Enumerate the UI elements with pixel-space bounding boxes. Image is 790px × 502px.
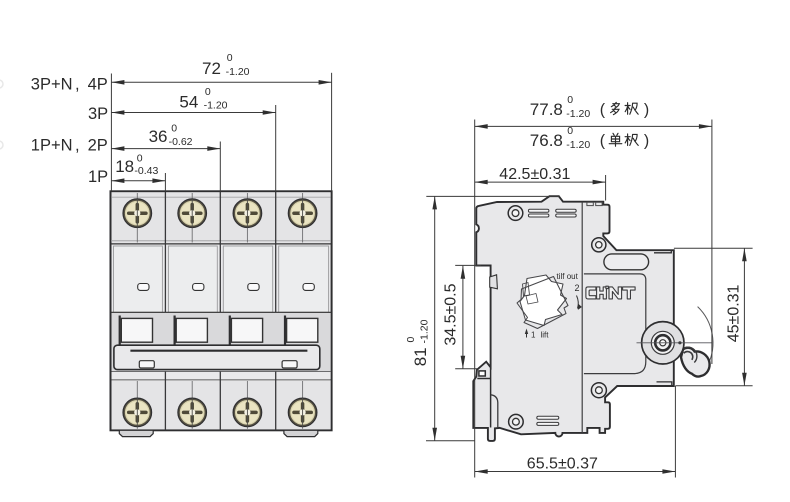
svg-text:65.5±0.37: 65.5±0.37 <box>527 455 598 472</box>
svg-text:-1.20: -1.20 <box>566 139 590 151</box>
svg-text:45±0.31: 45±0.31 <box>725 284 742 342</box>
svg-text:76.8: 76.8 <box>530 131 563 150</box>
svg-text:0: 0 <box>137 152 143 164</box>
svg-text:2: 2 <box>575 283 580 293</box>
svg-text:54: 54 <box>179 93 198 112</box>
svg-text:-1.20: -1.20 <box>419 319 431 343</box>
svg-text:0: 0 <box>405 337 417 343</box>
svg-text:): ) <box>644 132 649 149</box>
svg-text:72: 72 <box>202 59 221 78</box>
svg-text:34.5±0.5: 34.5±0.5 <box>443 283 460 345</box>
svg-text:(: ( <box>600 101 606 118</box>
svg-text:18: 18 <box>115 157 134 176</box>
svg-text:0: 0 <box>227 52 233 64</box>
svg-text:1: 1 <box>531 331 536 340</box>
svg-text:0: 0 <box>171 123 177 135</box>
svg-text:-0.43: -0.43 <box>134 165 158 177</box>
svg-text:1P: 1P <box>88 168 108 186</box>
svg-text:lift: lift <box>541 331 550 340</box>
svg-text:(: ( <box>600 132 606 149</box>
svg-text:-1.20: -1.20 <box>566 108 590 120</box>
svg-text:): ) <box>644 101 649 118</box>
svg-text:36: 36 <box>149 127 168 146</box>
svg-text:3P: 3P <box>88 105 108 123</box>
svg-text:0: 0 <box>205 86 211 98</box>
svg-text:0: 0 <box>567 94 573 106</box>
svg-text:-1.20: -1.20 <box>204 100 228 112</box>
svg-text:77.8: 77.8 <box>530 100 563 119</box>
svg-text:-1.20: -1.20 <box>226 66 250 78</box>
svg-text:tilf out: tilf out <box>557 272 579 281</box>
svg-text:-0.62: -0.62 <box>169 136 193 148</box>
svg-text:81: 81 <box>411 347 430 366</box>
svg-text:0: 0 <box>567 125 573 137</box>
svg-text:1P+N,2P: 1P+N,2P <box>31 136 108 154</box>
svg-text:3P+N,4P: 3P+N,4P <box>31 75 108 93</box>
svg-text:42.5±0.31: 42.5±0.31 <box>499 166 570 183</box>
